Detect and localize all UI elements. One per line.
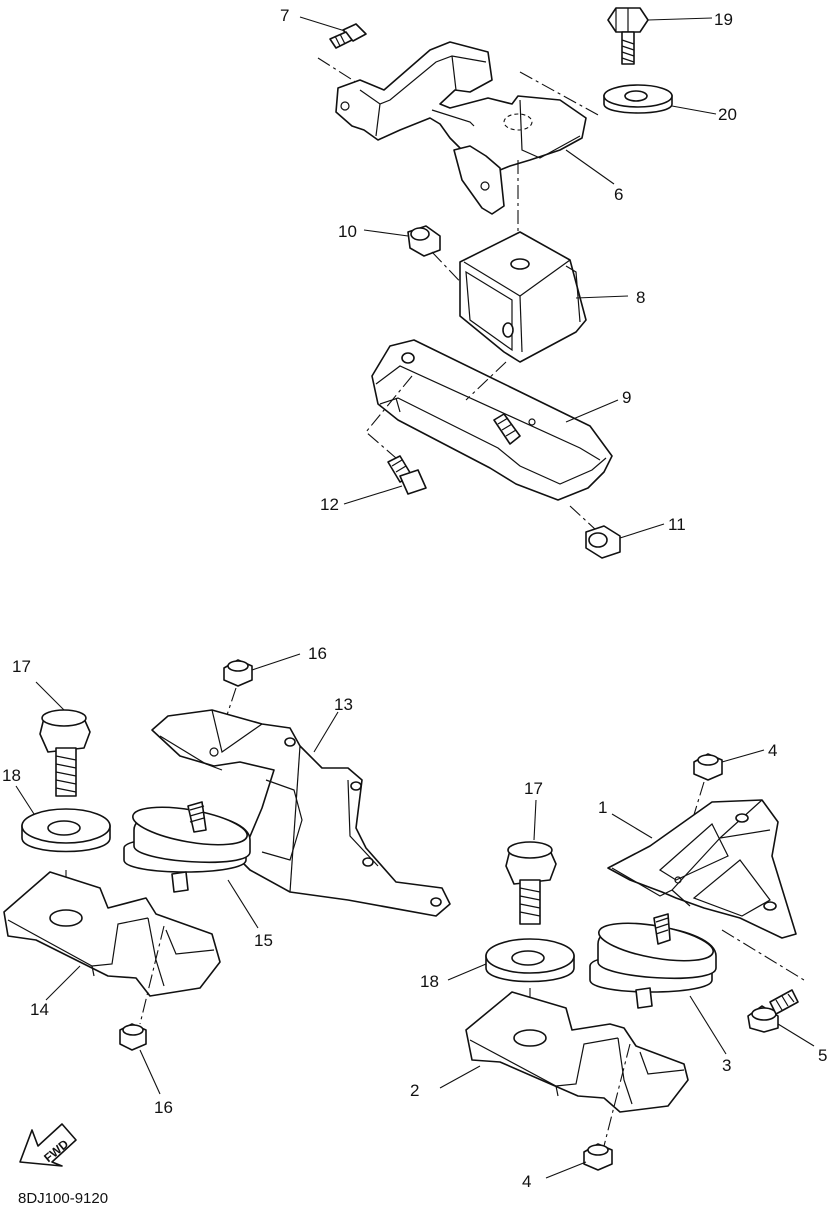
part-15-mount xyxy=(123,801,259,929)
callout-4-upper: 4 xyxy=(768,741,777,760)
callout-18-right: 18 xyxy=(420,972,439,991)
part-17-bolt-left xyxy=(35,681,91,797)
callout-14: 14 xyxy=(30,1000,49,1019)
callout-9: 9 xyxy=(622,388,631,407)
part-16-nut-upper xyxy=(223,653,301,687)
part-4-nut-upper xyxy=(693,749,765,781)
part-5-bolt xyxy=(747,989,815,1047)
part-18-washer-left xyxy=(15,785,111,853)
callout-8: 8 xyxy=(636,288,645,307)
diagram-code: 8DJ100-9120 xyxy=(18,1190,108,1206)
callout-15: 15 xyxy=(254,931,273,950)
callout-16-upper: 16 xyxy=(308,644,327,663)
callout-2: 2 xyxy=(410,1081,419,1100)
callout-17-left: 17 xyxy=(12,657,31,676)
callout-13: 13 xyxy=(334,695,353,714)
part-3-mount xyxy=(589,913,727,1055)
callout-17-right: 17 xyxy=(524,779,543,798)
part-12-stud xyxy=(343,455,427,505)
part-18-washer-right xyxy=(447,938,575,983)
callout-4-lower: 4 xyxy=(522,1172,531,1191)
part-14-bracket xyxy=(3,871,221,1001)
part-7-bolt xyxy=(299,16,367,49)
callout-5: 5 xyxy=(818,1046,827,1065)
part-1-bracket xyxy=(607,799,797,939)
callout-12: 12 xyxy=(320,495,339,514)
part-8-damper xyxy=(459,231,629,363)
callout-11: 11 xyxy=(668,515,686,534)
part-17-bolt-right xyxy=(505,799,557,925)
part-6-bracket xyxy=(335,41,615,215)
callout-19: 19 xyxy=(714,10,733,29)
callout-7: 7 xyxy=(280,6,289,25)
part-19-bolt xyxy=(607,7,713,65)
part-11-nut xyxy=(585,523,665,559)
fwd-arrow-icon: FWD xyxy=(19,1123,77,1167)
callout-6: 6 xyxy=(614,185,623,204)
part-13-bracket xyxy=(151,709,451,917)
callout-20: 20 xyxy=(718,105,737,124)
callout-18-left: 18 xyxy=(2,766,21,785)
callout-3: 3 xyxy=(722,1056,731,1075)
part-9-plate xyxy=(371,339,619,501)
part-4-nut-lower xyxy=(545,1143,613,1179)
part-2-bracket xyxy=(439,991,689,1113)
part-10-nut xyxy=(363,225,441,257)
part-16-nut-lower xyxy=(119,1023,161,1095)
part-20-washer xyxy=(603,84,717,115)
callout-1: 1 xyxy=(598,798,607,817)
callout-16-lower: 16 xyxy=(154,1098,173,1117)
callout-10: 10 xyxy=(338,222,357,241)
